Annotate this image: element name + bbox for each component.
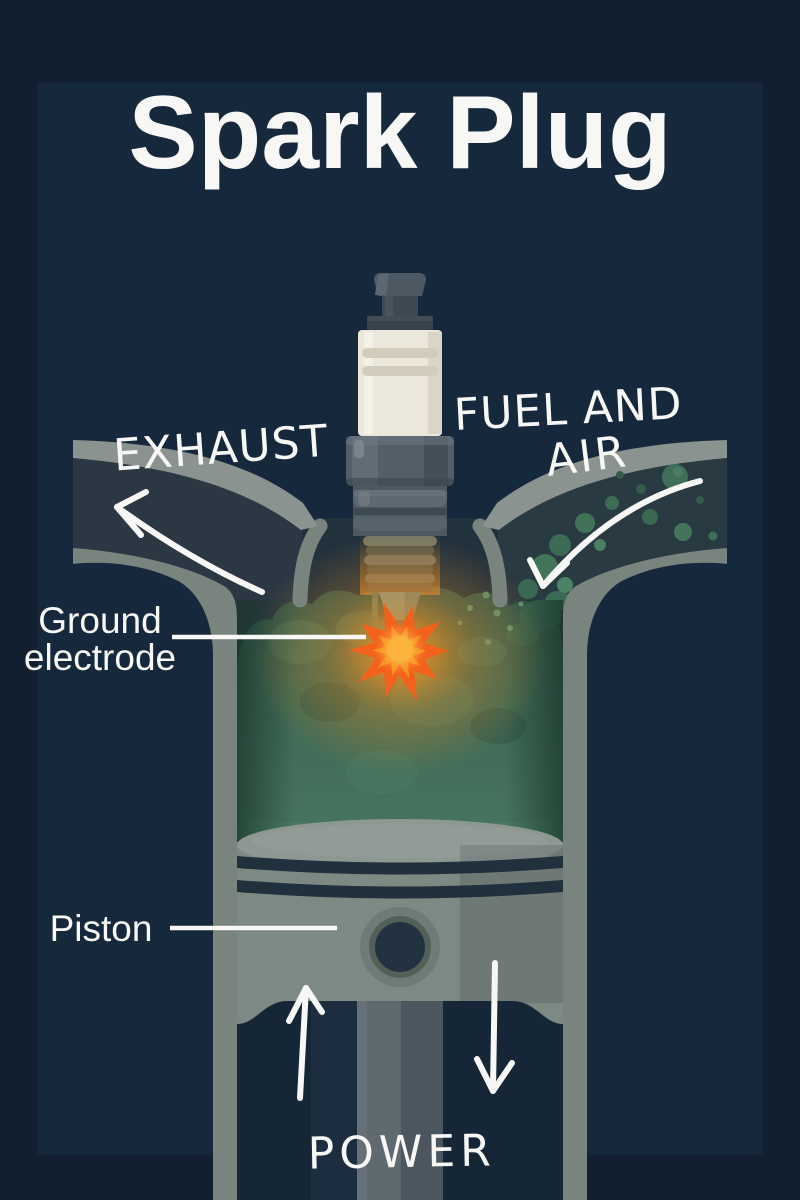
spark-core [387, 636, 413, 662]
power-label: POWER [307, 1125, 496, 1179]
hex-glint [354, 440, 364, 458]
ground-electrode-label-line2: electrode [24, 637, 176, 678]
fuel-air-label-line2: AIR [543, 426, 631, 487]
shell-ridge-highlight [353, 490, 447, 496]
wrist-pin-hole [375, 922, 425, 972]
shell-ridge [353, 516, 447, 531]
connecting-rod-shade [401, 1001, 443, 1200]
collar-bevel [367, 316, 433, 321]
piston-crown [237, 819, 563, 871]
annotations [114, 478, 703, 1101]
fuel-air-label-line1: FUEL AND [453, 378, 684, 441]
piston-label: Piston [50, 908, 153, 949]
piston-ring-groove [237, 856, 563, 875]
cylinder-wall-left [73, 548, 237, 1200]
hex-bevel [346, 436, 454, 445]
threads [360, 535, 440, 595]
power-up-arrow [286, 985, 325, 1101]
poster-title: Spark Plug [128, 75, 671, 191]
fuel-air-arrow [527, 478, 703, 589]
cylinder-wall-right [563, 548, 727, 1200]
head-shoulder-right [472, 518, 508, 608]
crankcase-cavity-right [443, 1001, 563, 1200]
stem-highlight [385, 296, 393, 317]
connecting-rod-highlight [357, 1001, 367, 1200]
intake-port-wall-top [482, 440, 727, 530]
ceramic-shadow [428, 332, 442, 434]
exhaust-arrow [114, 489, 265, 595]
power-down-arrow [474, 960, 515, 1094]
hex-bottom-edge [346, 478, 454, 486]
piston-ring-groove [237, 880, 563, 899]
ceramic-highlight [364, 332, 373, 434]
shell-groove [353, 508, 447, 515]
shell-glint [358, 492, 370, 506]
ceramic-rib-groove [362, 348, 438, 358]
head-shoulder-left [292, 518, 328, 608]
cavity-light-column [311, 1001, 357, 1200]
exhaust-port-wall-top [73, 440, 318, 530]
ceramic-rib-groove [362, 366, 438, 376]
spark-flash [328, 588, 472, 712]
piston-crown-highlight [252, 824, 548, 858]
terminal-highlight [375, 274, 389, 295]
ground-electrode-label-line1: Ground [38, 600, 161, 641]
piston [237, 819, 563, 1200]
